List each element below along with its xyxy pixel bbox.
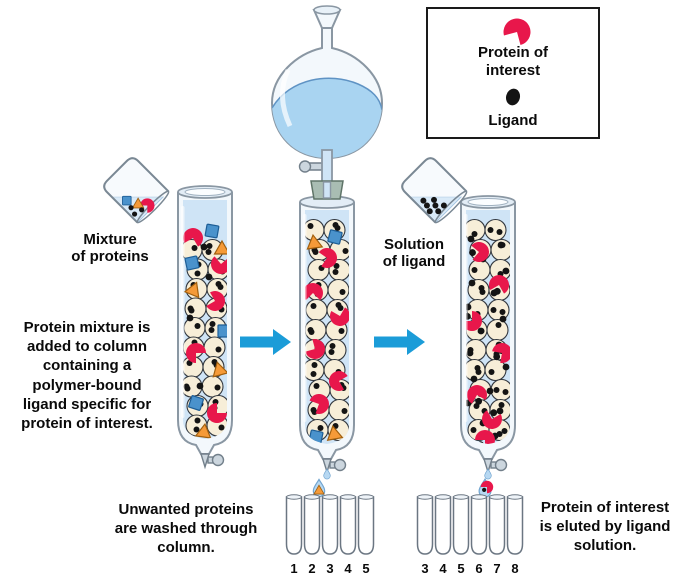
- wash-tube-5: [357, 494, 375, 555]
- elution-tube-label: 8: [511, 561, 519, 576]
- wash-tube-1: [285, 494, 303, 555]
- funnel-stopcock: [298, 160, 325, 173]
- stopcock-valve: [483, 458, 508, 475]
- elution-tube-label: 4: [439, 561, 447, 576]
- elution-tube-6: [470, 494, 488, 555]
- elution-drops: [478, 468, 493, 498]
- wash-tube-2: [303, 494, 321, 555]
- wash-column: [299, 195, 355, 475]
- stopcock-valve: [200, 453, 225, 470]
- wash-tube-3: [321, 494, 339, 555]
- wash-tube-rack: [285, 494, 375, 555]
- separatory-funnel: [270, 5, 384, 200]
- ligand-beaker-label: Solution of ligand: [382, 236, 446, 271]
- wash-tube-label: 3: [326, 561, 334, 576]
- elution-tube-rack: [416, 494, 524, 555]
- mixture-column: [177, 185, 233, 470]
- arrow-wash-step: [240, 329, 291, 355]
- step3-caption: Protein of interest is eluted by ligand …: [539, 499, 671, 554]
- step2-caption: Unwanted proteins are washed through col…: [114, 501, 258, 556]
- beaker-ligand-dots: [420, 196, 447, 215]
- elution-tube-label: 5: [457, 561, 465, 576]
- wash-drops: [312, 468, 331, 498]
- beaker-mixture-shapes: [122, 195, 155, 217]
- elution-tube-7: [488, 494, 505, 555]
- wash-tube-label: 5: [362, 561, 370, 576]
- stopcock-valve: [322, 458, 347, 475]
- elution-tube-5: [452, 494, 470, 555]
- legend-protein-label: Protein of interest: [478, 44, 548, 79]
- eluted-protein-and-ligand: [466, 235, 514, 450]
- wash-tube-label: 1: [290, 561, 298, 576]
- legend-ligand-label: Ligand: [488, 112, 538, 129]
- mixture-beaker-label: Mixture of proteins: [71, 231, 149, 266]
- elution-tube-label: 7: [493, 561, 501, 576]
- elution-tube-8: [506, 494, 524, 555]
- funnel-stem: [321, 149, 333, 183]
- wash-tube-label: 4: [344, 561, 352, 576]
- wash-tube-4: [339, 494, 357, 555]
- wash-tube-label: 2: [308, 561, 316, 576]
- elution-tube-3: [416, 494, 434, 555]
- elution-tube-label: 6: [475, 561, 483, 576]
- elution-tube-4: [434, 494, 452, 555]
- ligand-beaker: [401, 157, 468, 224]
- elution-tube-label: 3: [421, 561, 429, 576]
- step1-caption: Protein mixture is added to column conta…: [21, 319, 153, 432]
- arrow-elution-step: [374, 329, 425, 355]
- elution-column: [460, 195, 516, 475]
- mixture-beaker: [103, 157, 170, 224]
- legend-box: [426, 7, 600, 139]
